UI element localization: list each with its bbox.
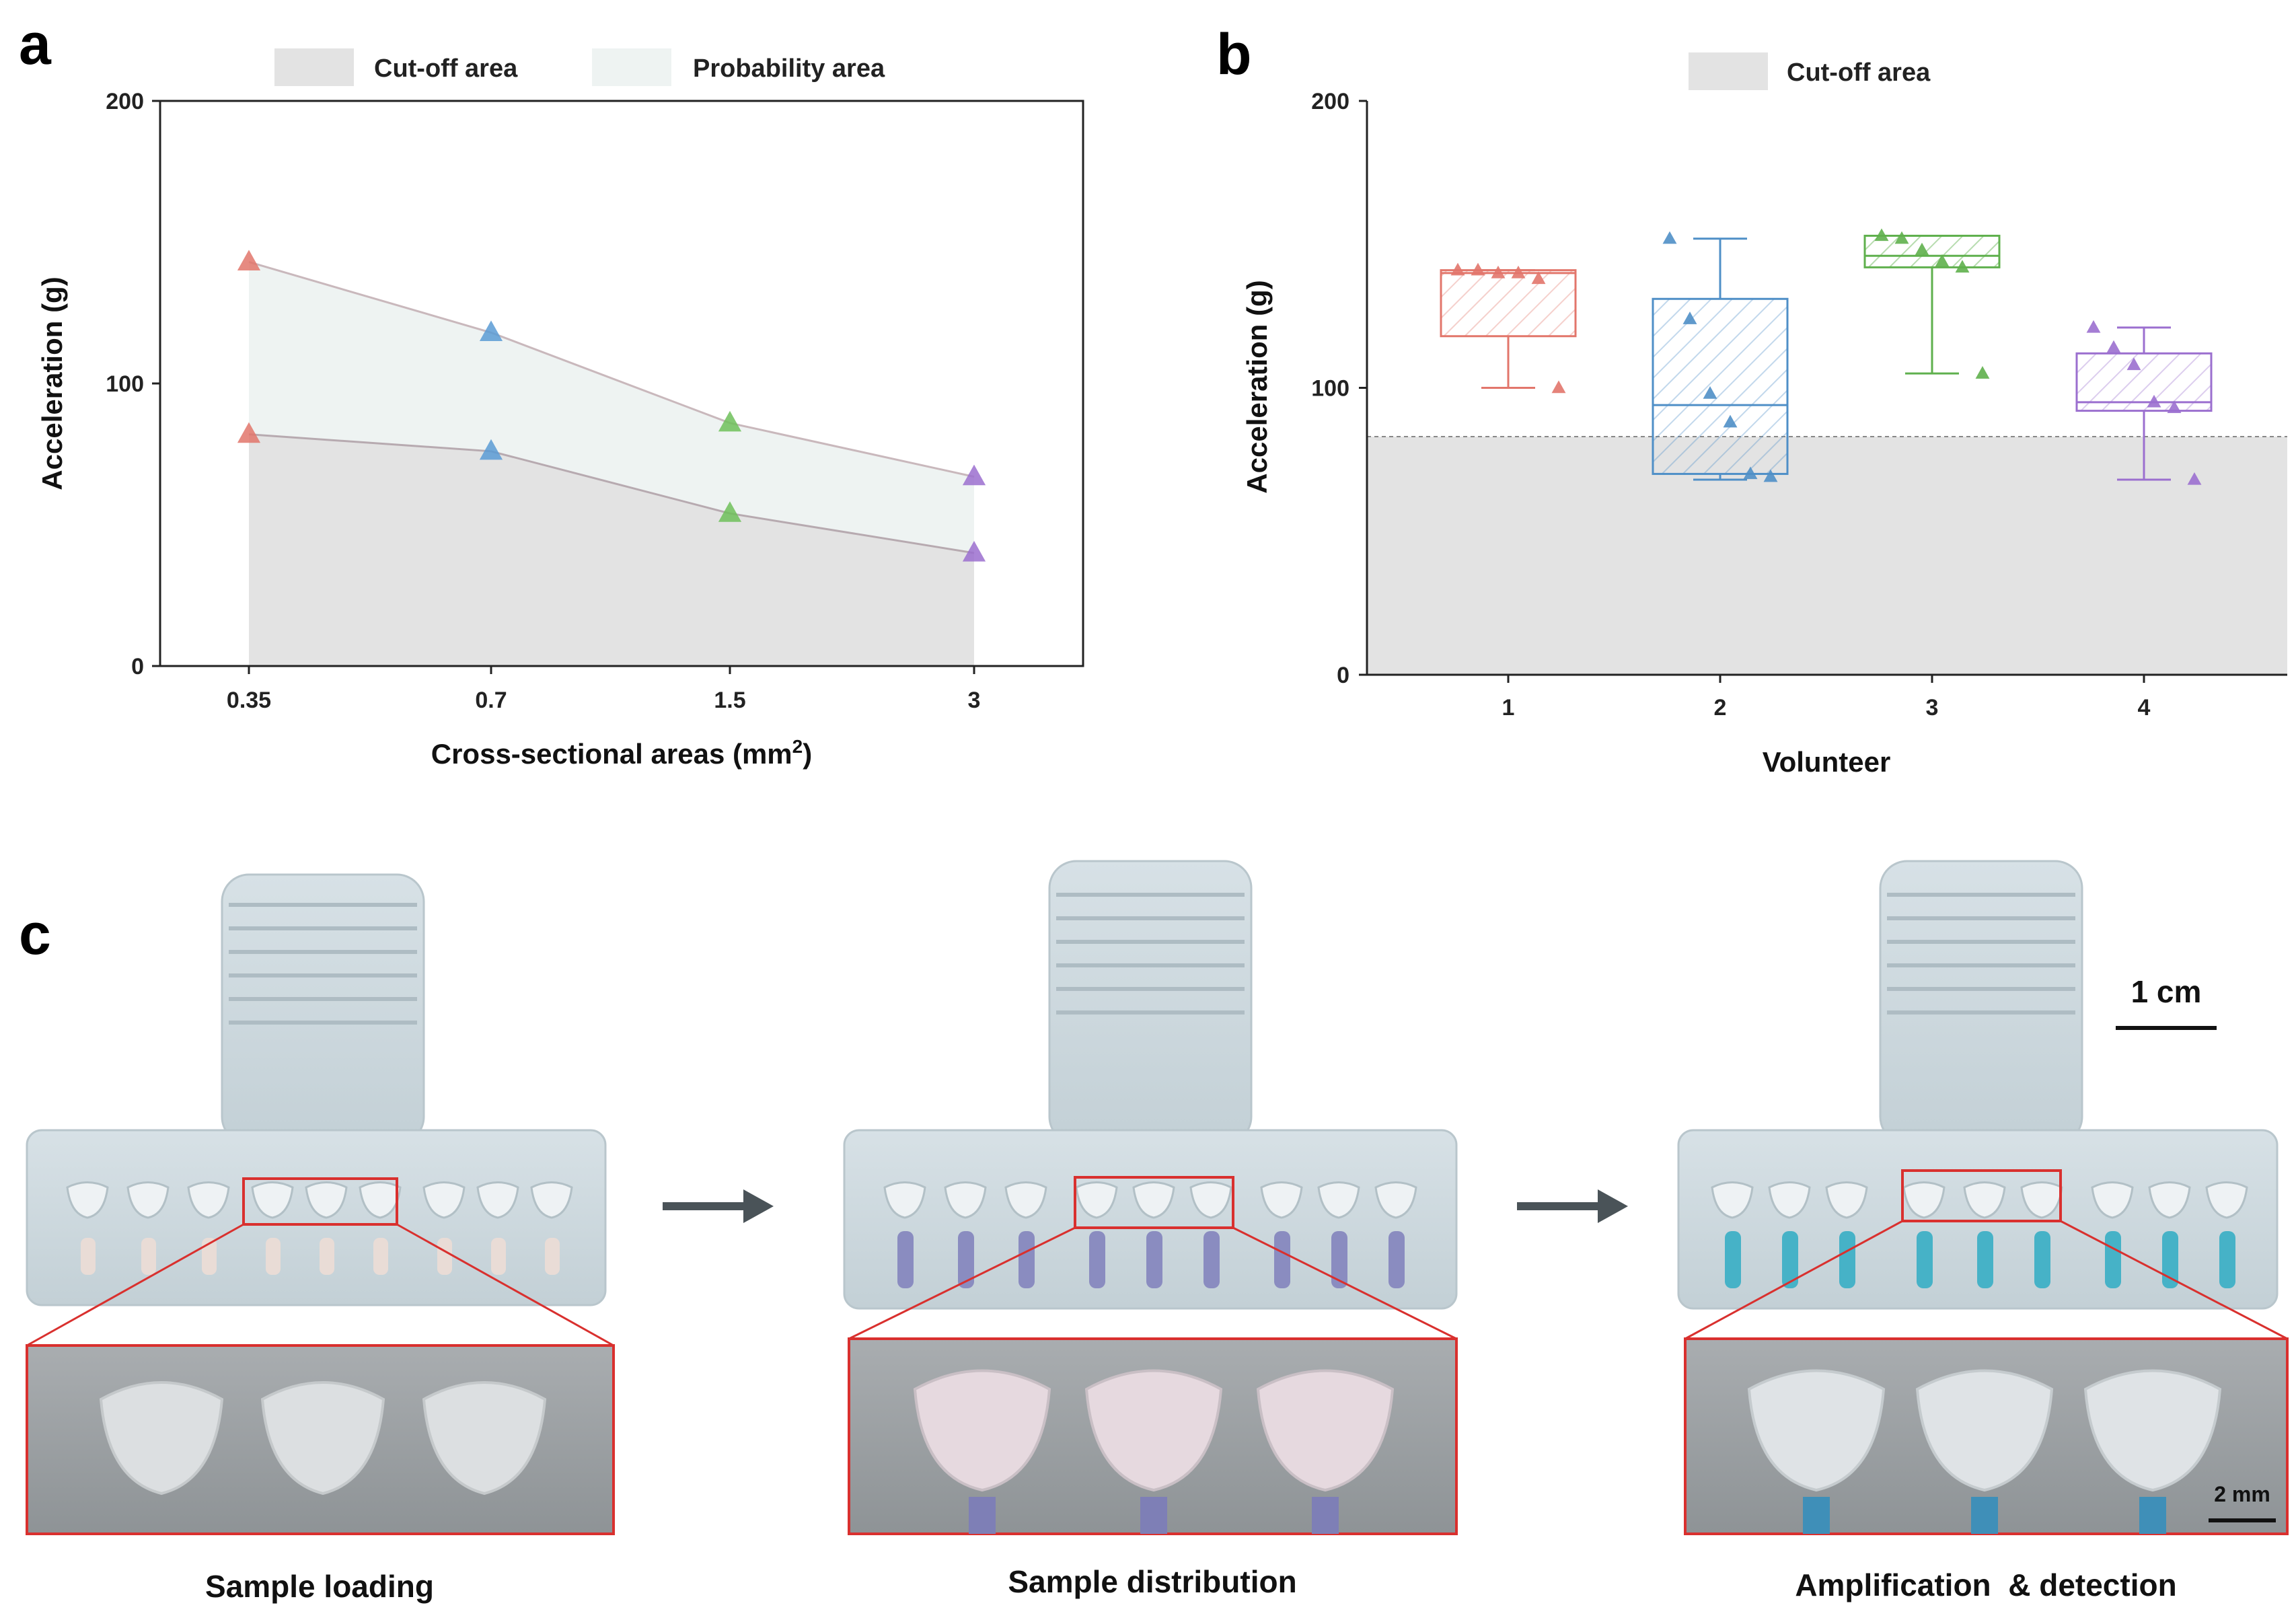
- legend-swatch-cutoff-a: [274, 48, 354, 86]
- box-volunteer-3: [1863, 234, 2001, 268]
- y-axis-ticks-a: 0 100 200: [106, 89, 160, 679]
- y-tick-label-100-b: 100: [1311, 376, 1349, 402]
- legend-label-probability-a: Probability area: [693, 54, 885, 83]
- probability-area-a: [249, 262, 974, 553]
- chip-photo-2: [843, 860, 1458, 1535]
- data-point-volunteer-1: [1491, 265, 1506, 279]
- x-axis-ticks-b: 1 2 3 4: [1502, 675, 2151, 721]
- data-point-volunteer-2: [1743, 466, 1758, 480]
- data-point-volunteer-3: [1874, 228, 1889, 242]
- scale-bar-label-2mm: 2 mm: [2214, 1482, 2270, 1506]
- area-layer-a: [248, 260, 975, 666]
- device-photos: 1 cm 2 mm Sample loading Sample distribu…: [26, 860, 2289, 1604]
- x-tick-label-volunteer-4: 4: [2138, 695, 2151, 721]
- box-volunteer-2: [1652, 297, 1789, 475]
- cutoff-area-b: [1367, 437, 2287, 675]
- panel-letter-a: a: [19, 12, 52, 77]
- data-point-volunteer-3: [1955, 260, 1970, 273]
- lower-point-0.7: [479, 439, 503, 460]
- lower-line-a: [248, 433, 975, 554]
- x-tick-label-0.35: 0.35: [227, 688, 271, 713]
- x-axis-title-b: Volunteer: [1763, 746, 1891, 778]
- chip-photo-1: [26, 873, 615, 1535]
- data-point-volunteer-4: [2086, 320, 2101, 333]
- x-tick-label-0.7: 0.7: [475, 688, 507, 713]
- upper-line-a: [248, 260, 975, 478]
- arrow-1-head: [743, 1189, 774, 1223]
- cutoff-area-a: [249, 434, 974, 666]
- chip-photo-3: [1677, 860, 2289, 1535]
- y-axis-ticks-b: 0 100 200: [1311, 89, 1367, 688]
- data-point-volunteer-1: [1531, 271, 1546, 285]
- caption-sample-loading: Sample loading: [205, 1569, 434, 1604]
- data-point-volunteer-3: [1894, 231, 1909, 244]
- x-axis-ticks-a: 0.35 0.7 1.5 3: [227, 666, 981, 713]
- data-point-volunteer-2: [1703, 386, 1717, 399]
- lower-point-0.35: [237, 422, 261, 443]
- data-point-volunteer-4: [2147, 394, 2161, 408]
- upper-point-0.35: [237, 250, 261, 270]
- data-point-volunteer-2: [1723, 414, 1738, 428]
- data-point-volunteer-2: [1763, 469, 1778, 482]
- x-tick-label-volunteer-1: 1: [1502, 695, 1515, 721]
- data-point-volunteer-2: [1682, 311, 1697, 324]
- data-point-volunteer-4: [2106, 340, 2121, 353]
- box-volunteer-1: [1440, 269, 1577, 338]
- data-point-volunteer-4: [2126, 357, 2141, 371]
- upper-point-0.7: [479, 320, 503, 341]
- lower-point-1.5: [718, 501, 742, 522]
- y-tick-label-0-a: 0: [131, 654, 144, 679]
- upper-point-3: [962, 464, 986, 486]
- data-point-volunteer-2: [1662, 231, 1677, 244]
- data-point-volunteer-3: [1975, 366, 1990, 379]
- x-axis-title-a: Cross-sectional areas (mm2): [431, 736, 812, 770]
- box-plots-b: [1440, 228, 2213, 485]
- legend-swatch-probability-a: [592, 48, 671, 86]
- legend-label-cutoff-b: Cut-off area: [1787, 59, 1931, 87]
- y-tick-label-200-a: 200: [106, 89, 144, 114]
- y-axis-title-a: Acceleration (g): [36, 276, 68, 490]
- panel-letter-b: b: [1216, 22, 1252, 87]
- legend-label-cutoff-a: Cut-off area: [374, 54, 518, 83]
- lower-point-3: [962, 541, 986, 562]
- caption-sample-distribution: Sample distribution: [1008, 1564, 1296, 1599]
- data-points-a: [237, 250, 986, 562]
- y-tick-label-100-a: 100: [106, 371, 144, 397]
- arrow-2-head: [1598, 1189, 1628, 1223]
- y-tick-label-0-b: 0: [1337, 663, 1349, 688]
- legend-swatch-cutoff-b: [1689, 52, 1768, 90]
- caption-amplification-detection: Amplification & detection: [1795, 1567, 2176, 1602]
- data-point-volunteer-4: [2187, 472, 2202, 485]
- data-point-volunteer-1: [1511, 265, 1526, 279]
- data-point-volunteer-1: [1450, 262, 1465, 276]
- data-point-volunteer-3: [1915, 242, 1929, 256]
- y-tick-label-200-b: 200: [1311, 89, 1349, 114]
- y-axis-title-b: Acceleration (g): [1241, 280, 1273, 493]
- data-point-volunteer-4: [2167, 400, 2182, 414]
- chart-b: Cut-off area 0 100 200 1 2 3 4 Volunteer…: [1241, 52, 2287, 778]
- scale-bar-label-1cm: 1 cm: [2131, 974, 2202, 1009]
- upper-point-1.5: [718, 410, 742, 432]
- x-tick-label-volunteer-2: 2: [1714, 695, 1727, 721]
- x-tick-label-1.5: 1.5: [714, 688, 745, 713]
- data-point-volunteer-1: [1471, 262, 1485, 276]
- data-point-volunteer-3: [1935, 254, 1950, 267]
- chart-a: Cut-off area Probability area 0 100 200 …: [36, 48, 1084, 770]
- x-tick-label-volunteer-3: 3: [1926, 695, 1939, 721]
- panel-letter-c: c: [19, 902, 51, 967]
- x-tick-label-3: 3: [968, 688, 981, 713]
- data-point-volunteer-1: [1551, 380, 1566, 394]
